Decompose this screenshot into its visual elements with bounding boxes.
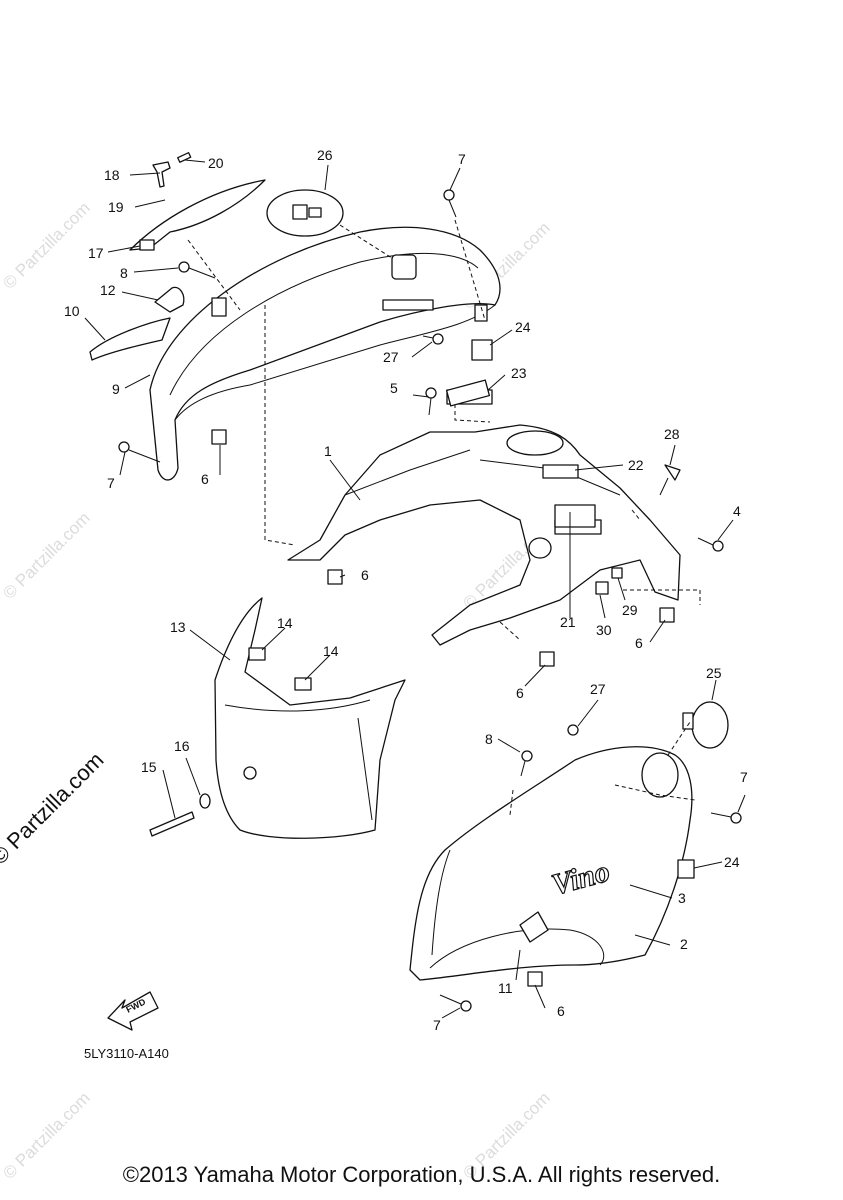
callout-3: 3 [678,890,686,906]
svg-text:© Partzilla.com: © Partzilla.com [0,198,94,292]
callout-15: 15 [141,759,157,775]
callout-19: 19 [108,199,124,215]
pin-and-clip [152,152,192,188]
svg-text:© Partzilla.com: © Partzilla.com [0,508,94,602]
alignment-lines [187,219,701,816]
callout-29: 29 [622,602,638,618]
callout-4: 4 [733,503,741,519]
callout-28: 28 [664,426,680,442]
forward-arrow-icon: FWD [107,991,159,1031]
callout-6a: 6 [201,471,209,487]
callout-7d: 7 [433,1017,441,1033]
callout-23: 23 [511,365,527,381]
callout-7b: 7 [107,475,115,491]
callout-6b: 6 [361,567,369,583]
callout-14a: 14 [277,615,293,631]
callout-13: 13 [170,619,186,635]
leg-shield-upper-panel [149,226,501,481]
callout-26: 26 [317,147,333,163]
callout-numbers: 1 2 3 4 5 6 6 6 6 6 7 7 7 7 8 8 9 10 11 … [64,147,748,1033]
callout-14b: 14 [323,643,339,659]
callout-2: 2 [680,936,688,952]
callout-5: 5 [390,380,398,396]
diagram-code: 5LY3110-A140 [84,1046,169,1061]
callout-17: 17 [88,245,104,261]
callout-18: 18 [104,167,120,183]
callout-8b: 8 [485,731,493,747]
callout-10: 10 [64,303,80,319]
detail-callout-bubble [266,189,417,280]
callout-22: 22 [628,457,644,473]
callout-20: 20 [208,155,224,171]
callout-11: 11 [498,980,513,996]
leader-lines [84,159,746,1019]
leg-shield-lower-panel [214,597,406,839]
side-cover: Vino [409,746,693,981]
small-trim-piece [129,179,266,251]
round-cap [682,701,729,749]
callout-24b: 24 [724,854,740,870]
callout-30: 30 [596,622,612,638]
callout-25: 25 [706,665,722,681]
callout-21: 21 [560,614,576,630]
callout-1: 1 [324,443,332,459]
callout-12: 12 [100,282,116,298]
callout-16: 16 [174,738,190,754]
hardware-screws-nuts [118,189,742,1012]
callout-24a: 24 [515,319,531,335]
callout-8a: 8 [120,265,128,281]
copyright-notice: ©2013 Yamaha Motor Corporation, U.S.A. A… [122,1162,721,1187]
callout-6e: 6 [557,1003,565,1019]
callout-6d: 6 [516,685,524,701]
callout-6c: 6 [635,635,643,651]
vino-badge-upper [89,317,171,361]
callout-7c: 7 [740,769,748,785]
callout-27a: 27 [383,349,399,365]
callout-27b: 27 [590,681,606,697]
emblem-plate [154,286,185,313]
callout-7a: 7 [458,151,466,167]
callout-9: 9 [112,381,120,397]
